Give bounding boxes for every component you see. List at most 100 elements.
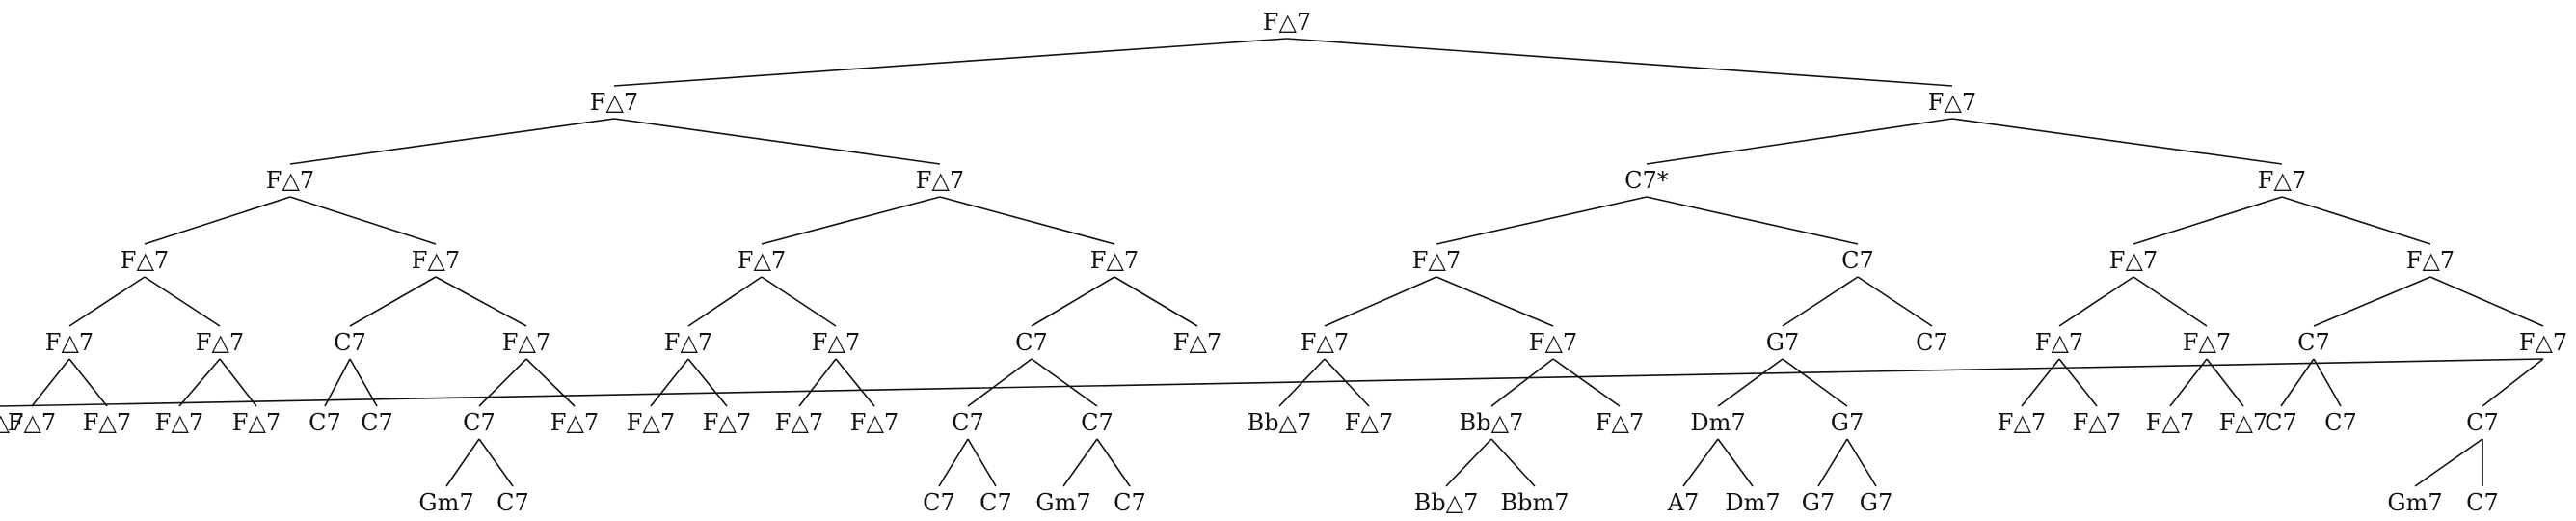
chord-node-f-maj7: F△7 xyxy=(812,329,860,356)
chord-node-f-maj7: F△7 xyxy=(2073,409,2121,436)
chord-node-f-maj7: F△7 xyxy=(1345,409,1393,436)
chord-node-c7: C7 xyxy=(463,409,496,436)
tree-edge xyxy=(1846,438,1877,487)
chord-node-f-maj7: F△7 xyxy=(502,329,550,356)
chord-node-c7: C7 xyxy=(496,489,529,516)
chord-node-f-maj7: F△7 xyxy=(1412,247,1461,274)
chord-node-c7: C7 xyxy=(2466,489,2499,516)
tree-edge xyxy=(1646,196,1859,245)
chord-node-c7-star: C7* xyxy=(1624,167,1669,194)
tree-edge xyxy=(2313,276,2431,327)
tree-edge xyxy=(2058,276,2134,327)
chord-node-f-maj7: F△7 xyxy=(8,409,56,436)
tree-edge xyxy=(1717,358,1784,407)
chord-node-f-maj7: F△7 xyxy=(1596,409,1644,436)
chord-node-bb-maj7: Bb△7 xyxy=(1460,409,1524,436)
chord-node-f-maj7: F△7 xyxy=(1529,329,1577,356)
tree-edge xyxy=(1717,438,1754,487)
chord-node-f-maj7: F△7 xyxy=(1173,329,1221,356)
chord-node-f-maj7: F△7 xyxy=(2109,247,2158,274)
tree-edge xyxy=(1857,276,1933,327)
tree-edge xyxy=(1096,438,1131,487)
tree-edge xyxy=(2313,358,2342,407)
chord-node-a7: A7 xyxy=(1667,489,1700,516)
chord-node-f-maj7: F△7 xyxy=(2519,329,2567,356)
tree-edge xyxy=(1436,196,1648,245)
chord-node-f-maj7: F△7 xyxy=(1998,409,2046,436)
tree-edge xyxy=(687,276,763,327)
tree-edge xyxy=(31,358,70,407)
chord-node-c7: C7 xyxy=(2265,409,2297,436)
tree-edge xyxy=(761,276,837,327)
chord-node-f-maj7: F△7 xyxy=(0,409,24,436)
chord-node-c7: C7 xyxy=(952,409,984,436)
tree-edge xyxy=(324,358,351,407)
chord-node-g7: G7 xyxy=(1831,409,1864,436)
tree-edge xyxy=(219,358,257,407)
chord-node-f-maj7: F△7 xyxy=(590,89,638,116)
tree-edge xyxy=(2206,358,2244,407)
tree-edge xyxy=(1445,438,1492,487)
chord-node-c7: C7 xyxy=(1114,489,1146,516)
tree-edge xyxy=(478,358,527,407)
tree-edge xyxy=(687,358,728,407)
chord-node-c7: C7 xyxy=(2297,329,2330,356)
chord-node-f-maj7: F△7 xyxy=(1928,89,1976,116)
tree-edge xyxy=(0,358,2544,407)
chord-node-f-maj7: F△7 xyxy=(916,167,964,194)
chord-node-f-maj7: F△7 xyxy=(1301,329,1349,356)
chord-node-f-maj7: F△7 xyxy=(155,409,203,436)
chord-node-f-maj7: F△7 xyxy=(232,409,281,436)
tree-edge xyxy=(289,118,615,165)
tree-edge xyxy=(1682,438,1719,487)
tree-edge xyxy=(1951,118,2283,165)
tree-edge xyxy=(68,358,108,407)
chord-node-f-maj7: F△7 xyxy=(266,167,314,194)
chord-node-c7: C7 xyxy=(1015,329,1048,356)
tree-edge xyxy=(2414,438,2483,487)
tree-edge xyxy=(349,276,437,327)
tree-edge xyxy=(650,358,689,407)
tree-edge xyxy=(68,276,146,327)
tree-edge xyxy=(939,196,1115,245)
chord-node-f-maj7: F△7 xyxy=(196,329,244,356)
chord-node-c7: C7 xyxy=(923,489,955,516)
tree-edge xyxy=(349,358,378,407)
chord-node-f-maj7: F△7 xyxy=(850,409,899,436)
tree-edge xyxy=(1782,276,1859,327)
tree-edge xyxy=(2280,358,2315,407)
tree-edge xyxy=(1782,358,1848,407)
chord-node-c7: C7 xyxy=(334,329,366,356)
tree-edge xyxy=(938,438,969,487)
tree-edge xyxy=(1436,276,1554,327)
tree-edge xyxy=(2482,358,2544,407)
chord-node-gm7: Gm7 xyxy=(2387,489,2442,516)
tree-edge xyxy=(1062,438,1098,487)
chord-node-gm7: Gm7 xyxy=(1035,489,1090,516)
tree-edge xyxy=(1817,438,1848,487)
tree-edge xyxy=(445,438,480,487)
tree-edge xyxy=(967,358,1033,407)
chord-node-f-maj7: F△7 xyxy=(121,247,169,274)
chord-node-f-maj7: F△7 xyxy=(627,409,675,436)
tree-edge xyxy=(613,38,1288,87)
tree-edge xyxy=(144,196,291,245)
chord-node-c7: C7 xyxy=(979,489,1012,516)
chord-node-f-maj7: F△7 xyxy=(775,409,823,436)
tree-edge xyxy=(178,358,221,407)
tree-edge xyxy=(1490,358,1554,407)
tree-edge xyxy=(1114,276,1198,327)
tree-edge xyxy=(761,196,941,245)
chord-node-dm7: Dm7 xyxy=(1690,409,1745,436)
tree-edge xyxy=(1031,276,1115,327)
chord-node-c7: C7 xyxy=(361,409,393,436)
tree-edge xyxy=(435,276,527,327)
chord-node-g7: G7 xyxy=(1860,489,1892,516)
chord-node-f-maj7: F△7 xyxy=(2146,409,2194,436)
tree-edge xyxy=(798,358,837,407)
chord-node-f-maj7: F△7 xyxy=(45,329,94,356)
chord-node-f-maj7: F△7 xyxy=(1090,247,1139,274)
tree-edge xyxy=(2133,276,2208,327)
chord-node-f-maj7: F△7 xyxy=(664,329,712,356)
